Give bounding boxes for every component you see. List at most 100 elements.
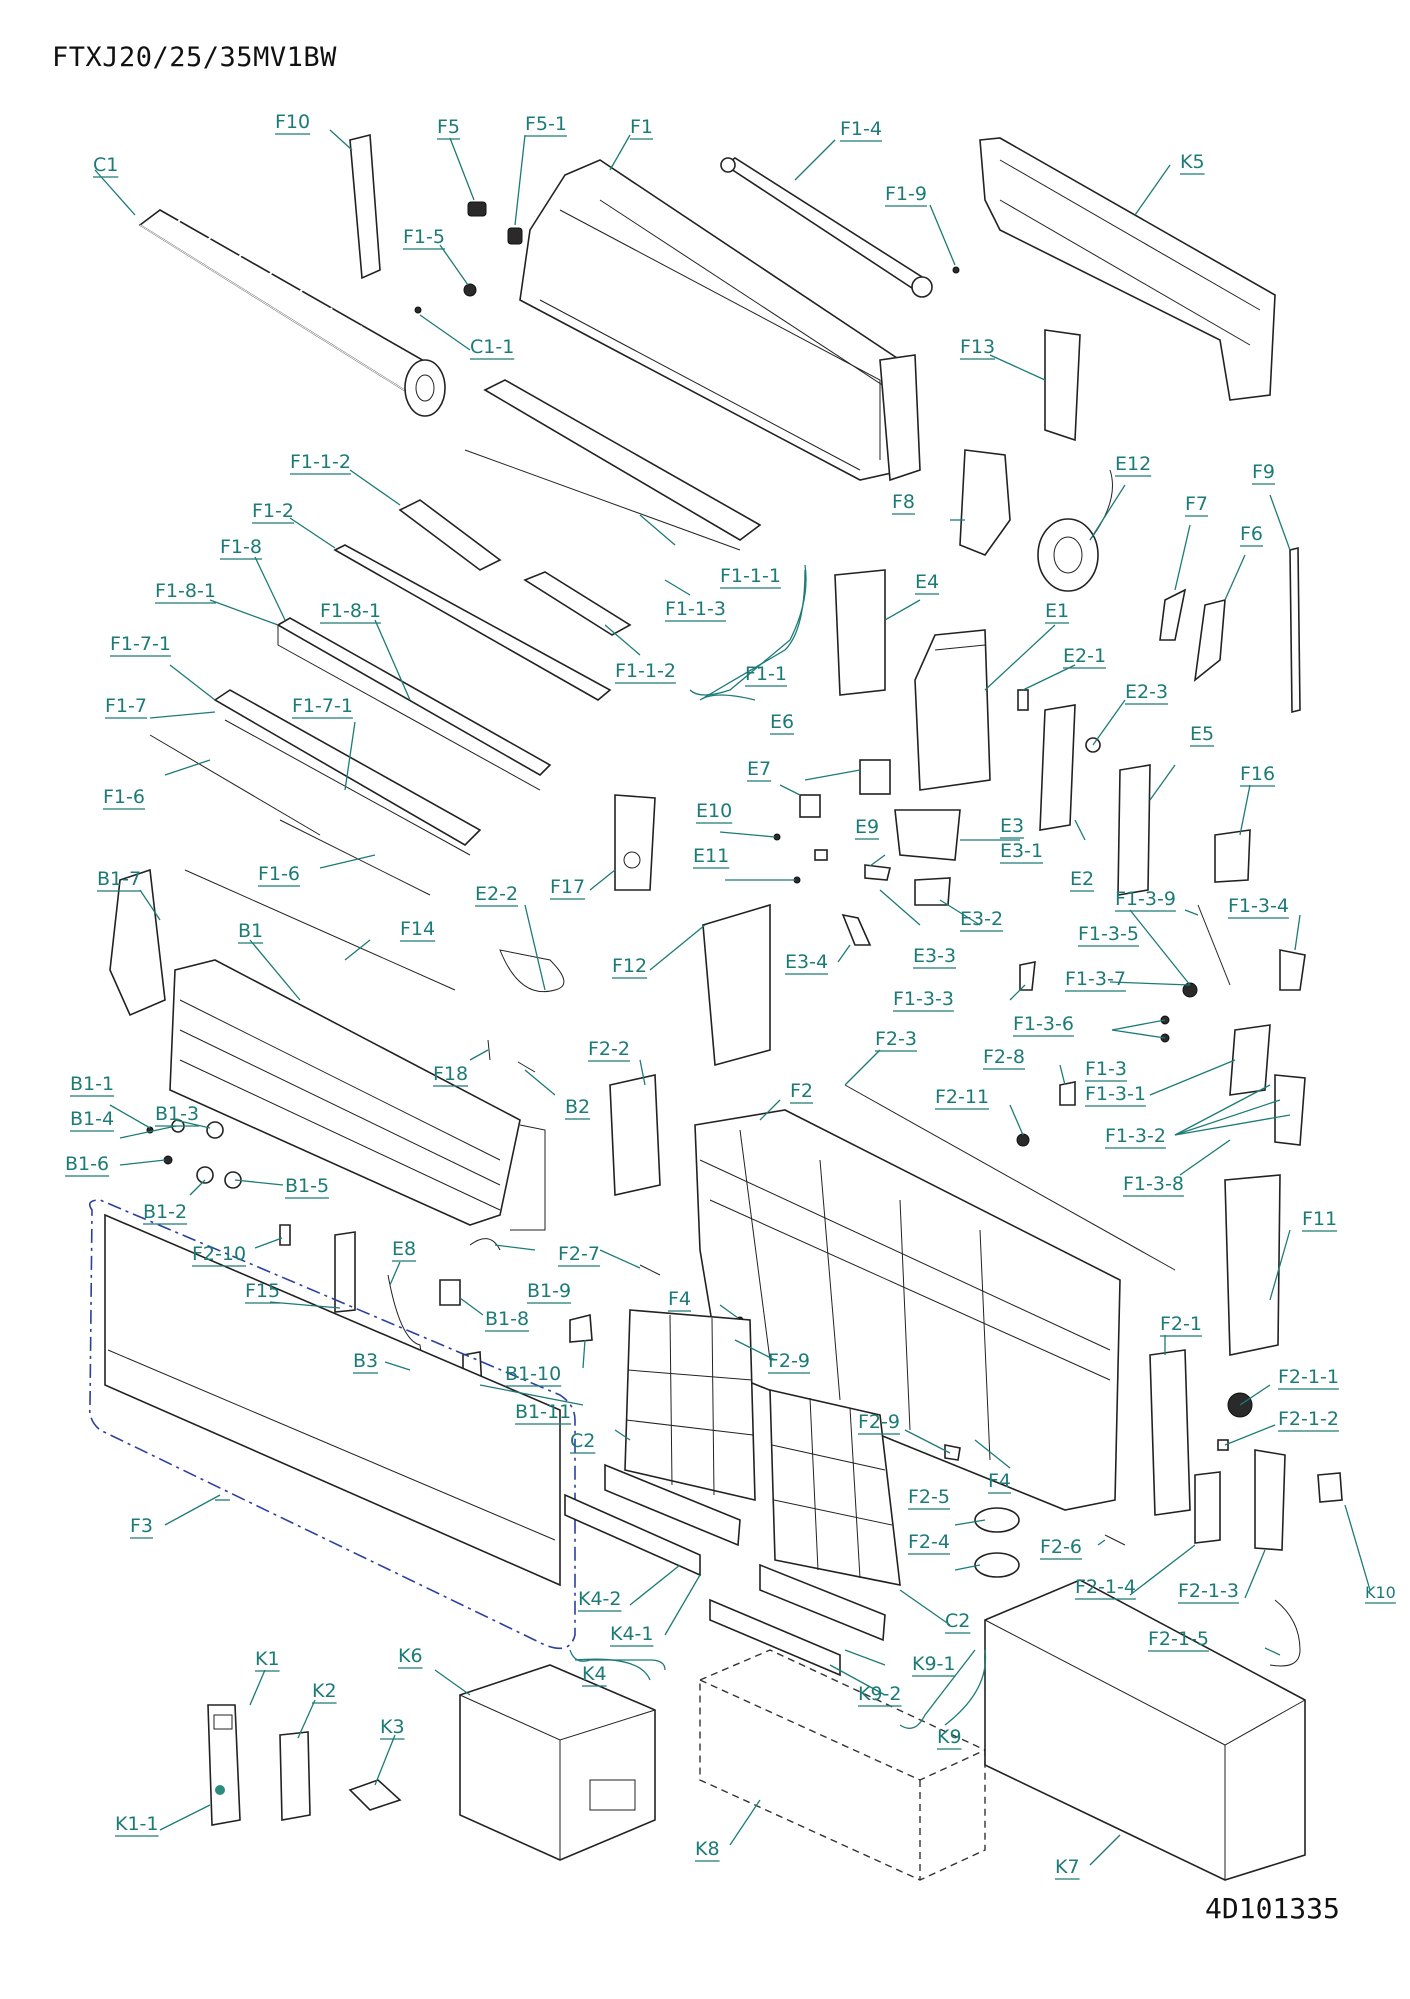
label-F1-8: F1-8 [220, 536, 262, 558]
label-E5: E5 [1190, 723, 1214, 745]
parts-artwork [88, 133, 1343, 1881]
label-F2-1-4: F2-1-4 [1075, 1576, 1136, 1598]
label-C1: C1 [93, 154, 118, 176]
label-F1-5: F1-5 [403, 226, 445, 248]
model-title: FTXJ20/25/35MV1BW [52, 42, 337, 73]
label-F1-8-1-right: F1-8-1 [320, 600, 381, 622]
label-F16: F16 [1240, 763, 1275, 785]
packaging-box-drawing [459, 1664, 656, 1861]
label-F14: F14 [400, 918, 435, 940]
label-E2-2: E2-2 [475, 883, 518, 905]
label-K1: K1 [255, 1648, 280, 1670]
label-F1-1-1: F1-1-1 [720, 565, 781, 587]
label-F1-3-8: F1-3-8 [1123, 1173, 1184, 1195]
label-K2: K2 [312, 1680, 337, 1702]
label-K9-1: K9-1 [912, 1653, 956, 1675]
label-F1: F1 [630, 116, 653, 138]
label-F4-lower: F4 [988, 1470, 1011, 1492]
main-body-frame-drawing [694, 1109, 1121, 1511]
label-K4-2: K4-2 [578, 1588, 622, 1610]
label-F2-8: F2-8 [983, 1046, 1025, 1068]
label-K1-1: K1-1 [115, 1813, 159, 1835]
label-K5: K5 [1180, 151, 1205, 173]
label-F2-10: F2-10 [192, 1243, 246, 1265]
label-F3: F3 [130, 1515, 153, 1537]
label-B1-5: B1-5 [285, 1175, 329, 1197]
leader-lines [94, 129, 1371, 1866]
label-B1-1: B1-1 [70, 1073, 114, 1095]
label-B1-4: B1-4 [70, 1108, 114, 1130]
label-F2-1: F2-1 [1160, 1313, 1202, 1335]
label-F1-8-1-left: F1-8-1 [155, 580, 216, 602]
label-E2: E2 [1070, 868, 1094, 890]
label-F2-11: F2-11 [935, 1086, 989, 1108]
front-panel-drawing [88, 1199, 576, 1650]
label-C1-1: C1-1 [470, 336, 514, 358]
label-F1-3-3: F1-3-3 [893, 988, 954, 1010]
label-C2-lower: C2 [945, 1610, 970, 1632]
label-F2-1-1: F2-1-1 [1278, 1366, 1339, 1388]
label-B2: B2 [565, 1096, 590, 1118]
label-E12: E12 [1115, 453, 1151, 475]
label-F11: F11 [1302, 1208, 1337, 1230]
label-B1-7: B1-7 [97, 868, 141, 890]
label-F1-1-2-upper: F1-1-2 [290, 451, 351, 473]
large-carton-drawing [984, 1579, 1306, 1881]
air-filter-left-drawing [624, 1309, 756, 1502]
label-F1-3-5: F1-3-5 [1078, 923, 1139, 945]
label-E2-3: E2-3 [1125, 681, 1168, 703]
label-F5: F5 [437, 116, 460, 138]
document-number: 4D101335 [1205, 1892, 1340, 1925]
label-F1-3-6: F1-3-6 [1013, 1013, 1074, 1035]
label-F1-9: F1-9 [885, 183, 927, 205]
label-F2-2: F2-2 [588, 1038, 630, 1060]
label-E3-2: E3-2 [960, 908, 1003, 930]
label-K4-1: K4-1 [610, 1623, 654, 1645]
air-filter-right-drawing [769, 1388, 901, 1587]
label-B1-11: B1-11 [515, 1401, 571, 1423]
label-F2-3: F2-3 [875, 1028, 917, 1050]
label-F2-6: F2-6 [1040, 1536, 1082, 1558]
label-F2-9-upper: F2-9 [768, 1350, 810, 1372]
heat-exchanger-drawing [169, 959, 546, 1231]
label-F1-7-1-left: F1-7-1 [110, 633, 171, 655]
label-F10: F10 [275, 111, 310, 133]
label-C2-upper: C2 [570, 1430, 595, 1452]
control-box-drawing [914, 629, 991, 791]
label-F1-6-left: F1-6 [103, 786, 145, 808]
label-B1-2: B1-2 [143, 1201, 187, 1223]
label-E6: E6 [770, 711, 794, 733]
label-F1-3: F1-3 [1085, 1058, 1127, 1080]
label-F1-3-9: F1-3-9 [1115, 888, 1176, 910]
label-F5-1: F5-1 [525, 113, 567, 135]
label-E1: E1 [1045, 600, 1069, 622]
label-F1-3-2: F1-3-2 [1105, 1125, 1166, 1147]
label-B1-9: B1-9 [527, 1280, 571, 1302]
label-K8: K8 [695, 1838, 720, 1860]
label-K4: K4 [582, 1663, 607, 1685]
label-K7: K7 [1055, 1856, 1080, 1878]
label-E3: E3 [1000, 815, 1024, 837]
label-F1-7-1-right: F1-7-1 [292, 695, 353, 717]
label-F1-3-1: F1-3-1 [1085, 1083, 1146, 1105]
label-B1-3: B1-3 [155, 1103, 199, 1125]
air-filter-mesh-drawing [213, 689, 482, 856]
label-K10: K10 [1365, 1583, 1396, 1602]
label-F2: F2 [790, 1080, 813, 1102]
label-B1-10: B1-10 [505, 1363, 561, 1385]
label-E8: E8 [392, 1238, 416, 1260]
label-F1-2: F1-2 [252, 500, 294, 522]
label-F1-1-3: F1-1-3 [665, 598, 726, 620]
label-E7: E7 [747, 758, 771, 780]
front-frame-drawing [519, 159, 921, 482]
label-F1-3-4: F1-3-4 [1228, 895, 1289, 917]
mounting-plate-drawing [979, 137, 1276, 401]
label-K9: K9 [937, 1726, 962, 1748]
label-K9-2: K9-2 [858, 1683, 902, 1705]
cross-flow-fan-drawing [138, 209, 446, 417]
label-E4: E4 [915, 571, 939, 593]
label-F8: F8 [892, 491, 915, 513]
label-F1-3-7: F1-3-7 [1065, 968, 1126, 990]
